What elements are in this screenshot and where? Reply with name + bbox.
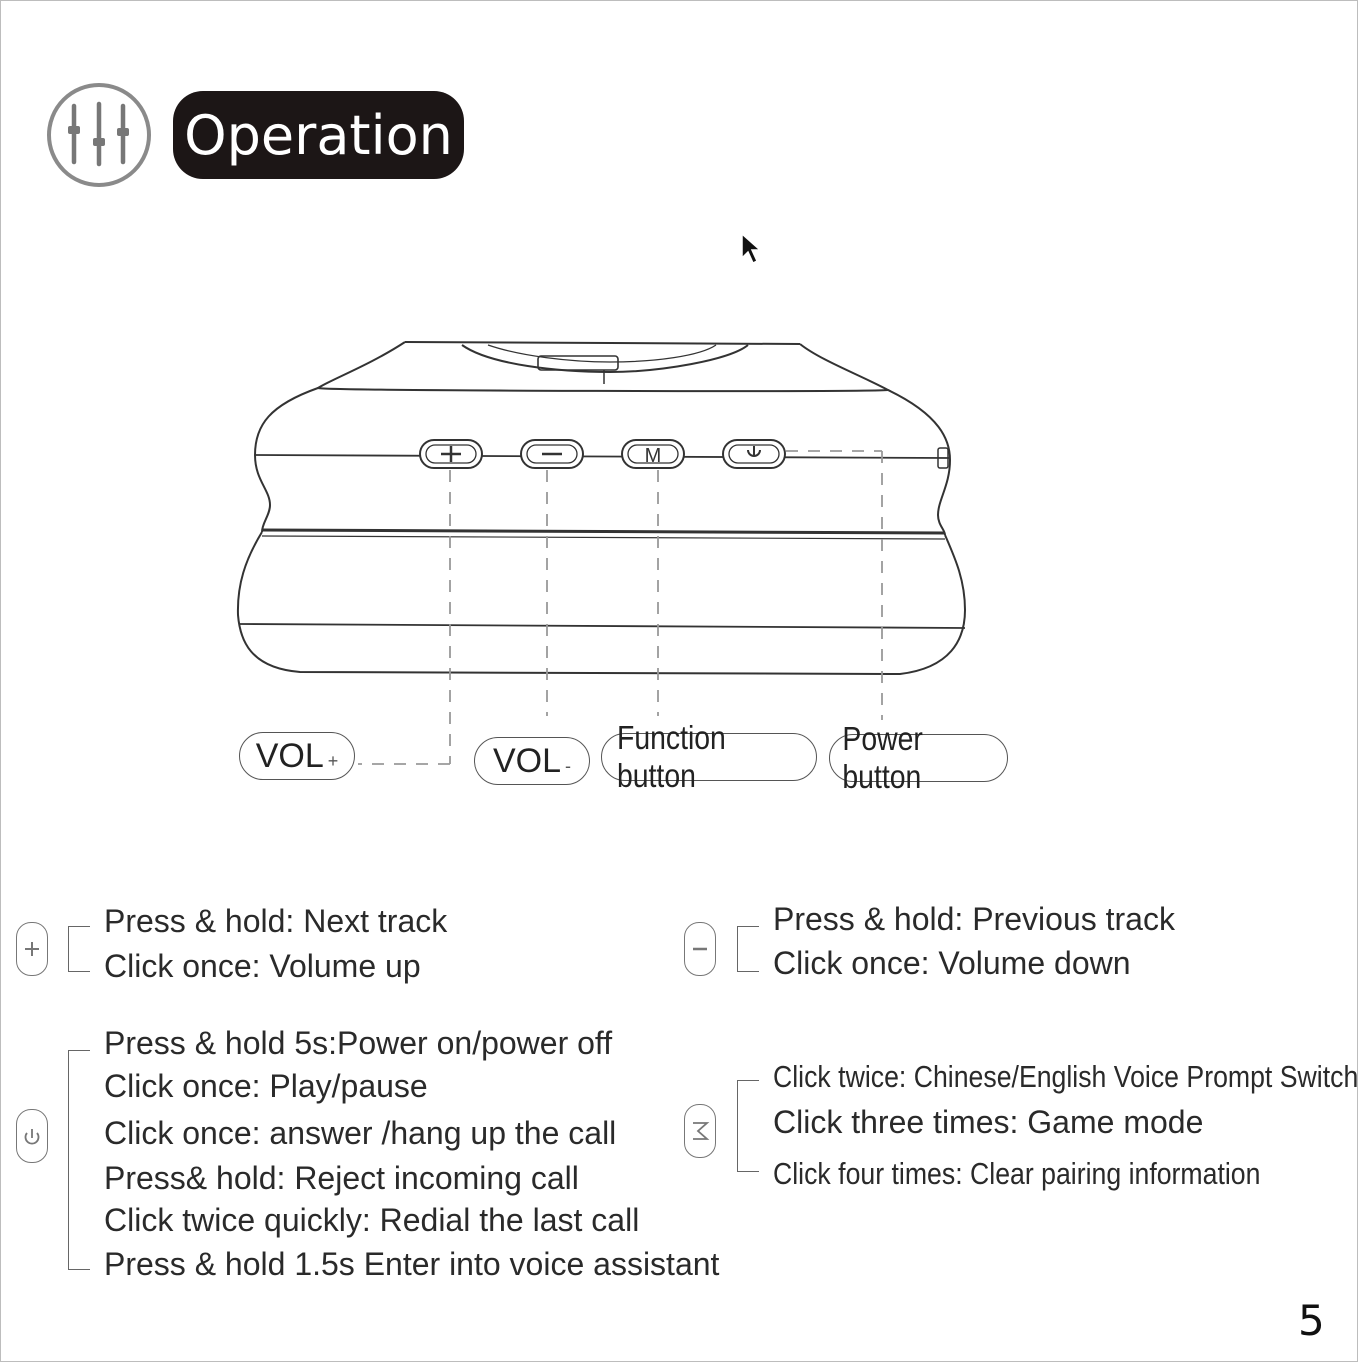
power-instruction-line: Press & hold 5s:Power on/power off	[104, 1025, 613, 1061]
minus-bracket	[737, 926, 759, 972]
plus-instruction-line: Press & hold: Next track	[104, 903, 448, 939]
vol-plus-label-sign: +	[327, 750, 339, 771]
plus-icon	[16, 922, 48, 976]
power-instruction-line: Click once: Play/pause	[104, 1068, 428, 1104]
page-number: 5	[1298, 1296, 1325, 1345]
function-button-illustration: M	[621, 439, 685, 469]
plus-bracket	[68, 926, 90, 972]
power-instruction-line: Click twice quickly: Redial the last cal…	[104, 1202, 640, 1238]
power-instruction-line: Click once: answer /hang up the call	[104, 1115, 617, 1151]
power-button-label-text: Power button	[842, 720, 923, 795]
function-button-label-text: Function button	[616, 719, 726, 794]
vol-minus-button-illustration	[520, 439, 584, 469]
function-instruction-line: Click four times: Clear pairing informat…	[773, 1156, 1261, 1191]
power-button-illustration	[722, 439, 786, 469]
page-title: Operation	[173, 91, 464, 179]
plus-instruction-line: Click once: Volume up	[104, 948, 421, 984]
vol-plus-button-illustration	[419, 439, 483, 469]
power-bracket	[68, 1050, 90, 1270]
equalizer-sliders-icon	[47, 83, 151, 187]
minus-instruction-line: Click once: Volume down	[773, 945, 1131, 981]
power-instruction-line: Press & hold 1.5s Enter into voice assis…	[104, 1246, 720, 1282]
vol-minus-label-text: VOL	[492, 741, 562, 780]
power-instruction-line: Press& hold: Reject incoming call	[104, 1160, 579, 1196]
minus-icon	[684, 922, 716, 976]
function-instruction-line: Click three times: Game mode	[773, 1104, 1204, 1140]
function-bracket	[737, 1080, 759, 1172]
vol-plus-label-text: VOL	[255, 736, 324, 775]
vol-minus-label: VOL -	[474, 737, 590, 785]
mouse-cursor-icon	[741, 232, 762, 265]
function-button-label: Function button	[601, 719, 817, 794]
function-instruction-line: Click twice: Chinese/English Voice Promp…	[773, 1059, 1358, 1094]
power-button-label: Power button	[829, 720, 1008, 795]
m-letter-icon	[684, 1104, 716, 1158]
minus-instruction-line: Press & hold: Previous track	[773, 901, 1175, 937]
vol-minus-label-sign: -	[565, 755, 572, 776]
svg-text:M: M	[645, 445, 662, 467]
power-icon	[16, 1109, 48, 1163]
vol-plus-label: VOL +	[239, 732, 355, 780]
